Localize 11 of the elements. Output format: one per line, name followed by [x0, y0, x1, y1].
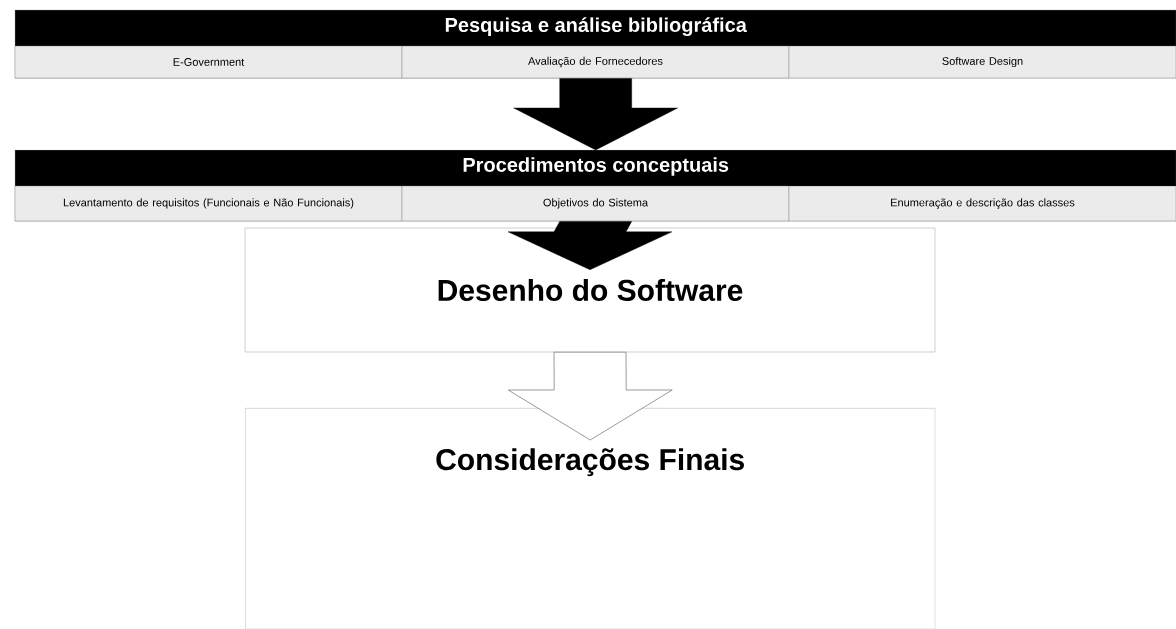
stage-box: Considerações Finais — [245, 408, 936, 629]
topic-cell: Avaliação de Fornecedores — [401, 45, 790, 79]
stage-box: Desenho do Software — [244, 227, 936, 353]
topic-cell: Objetivos do Sistema — [401, 185, 790, 222]
topic-cell: Software Design — [788, 45, 1176, 79]
topic-cell: E-Government — [14, 45, 403, 79]
block-arrow — [507, 221, 673, 270]
topic-cell: Levantamento de requisitos (Funcionais e Não Funcionais) — [14, 185, 403, 222]
block-arrow — [513, 78, 678, 151]
block-arrow — [507, 351, 673, 441]
topic-cell: Enumeração e descrição das classes — [788, 185, 1176, 222]
